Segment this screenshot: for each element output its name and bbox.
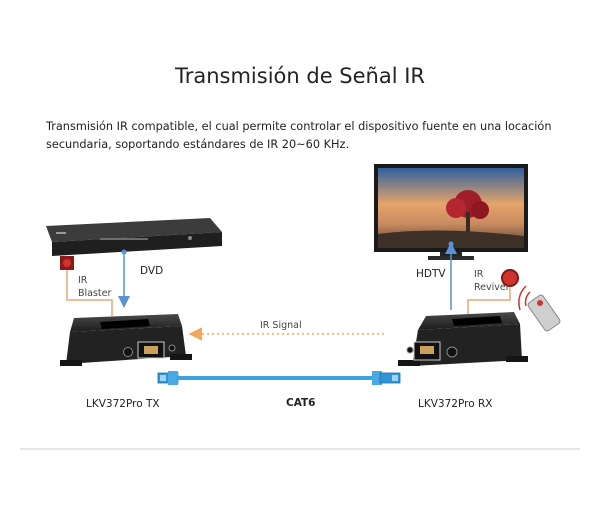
cable-label: CAT6 (286, 397, 316, 409)
cat6-cable (157, 371, 401, 385)
ir-blaster-label: IR Blaster (78, 274, 111, 300)
rx-unit (398, 312, 528, 366)
tx-unit-label: LKV372Pro TX (86, 398, 160, 410)
description-line-1: Transmisión IR compatible, el cual permi… (46, 120, 552, 133)
ir-receiver-label-line-1: IR (474, 269, 484, 280)
ir-signal-label: IR Signal (260, 320, 302, 331)
page-title: Transmisión de Señal IR (174, 64, 426, 88)
ir-receiver-label: IR Reviver (474, 268, 510, 294)
ir-receiver-icon (501, 269, 519, 287)
ir-receiver-label-line-2: Reviver (474, 282, 510, 293)
hdtv-label: HDTV (416, 268, 446, 280)
rx-unit-label: LKV372Pro RX (418, 398, 493, 410)
description: Transmisión IR compatible, el cual permi… (46, 118, 566, 154)
remote-control-icon (518, 285, 561, 332)
section-divider (20, 448, 580, 450)
tx-unit (60, 314, 192, 366)
ir-blaster-label-line-2: Blaster (78, 288, 112, 299)
ir-blaster-label-line-1: IR (78, 275, 88, 286)
dvd-label: DVD (140, 265, 164, 277)
dvd-player (46, 218, 222, 256)
description-line-2: secundaria, soportando estándares de IR … (46, 138, 350, 151)
ir-receiver-line (467, 286, 511, 314)
ir-blaster-line (66, 270, 113, 316)
hdtv (374, 164, 528, 260)
